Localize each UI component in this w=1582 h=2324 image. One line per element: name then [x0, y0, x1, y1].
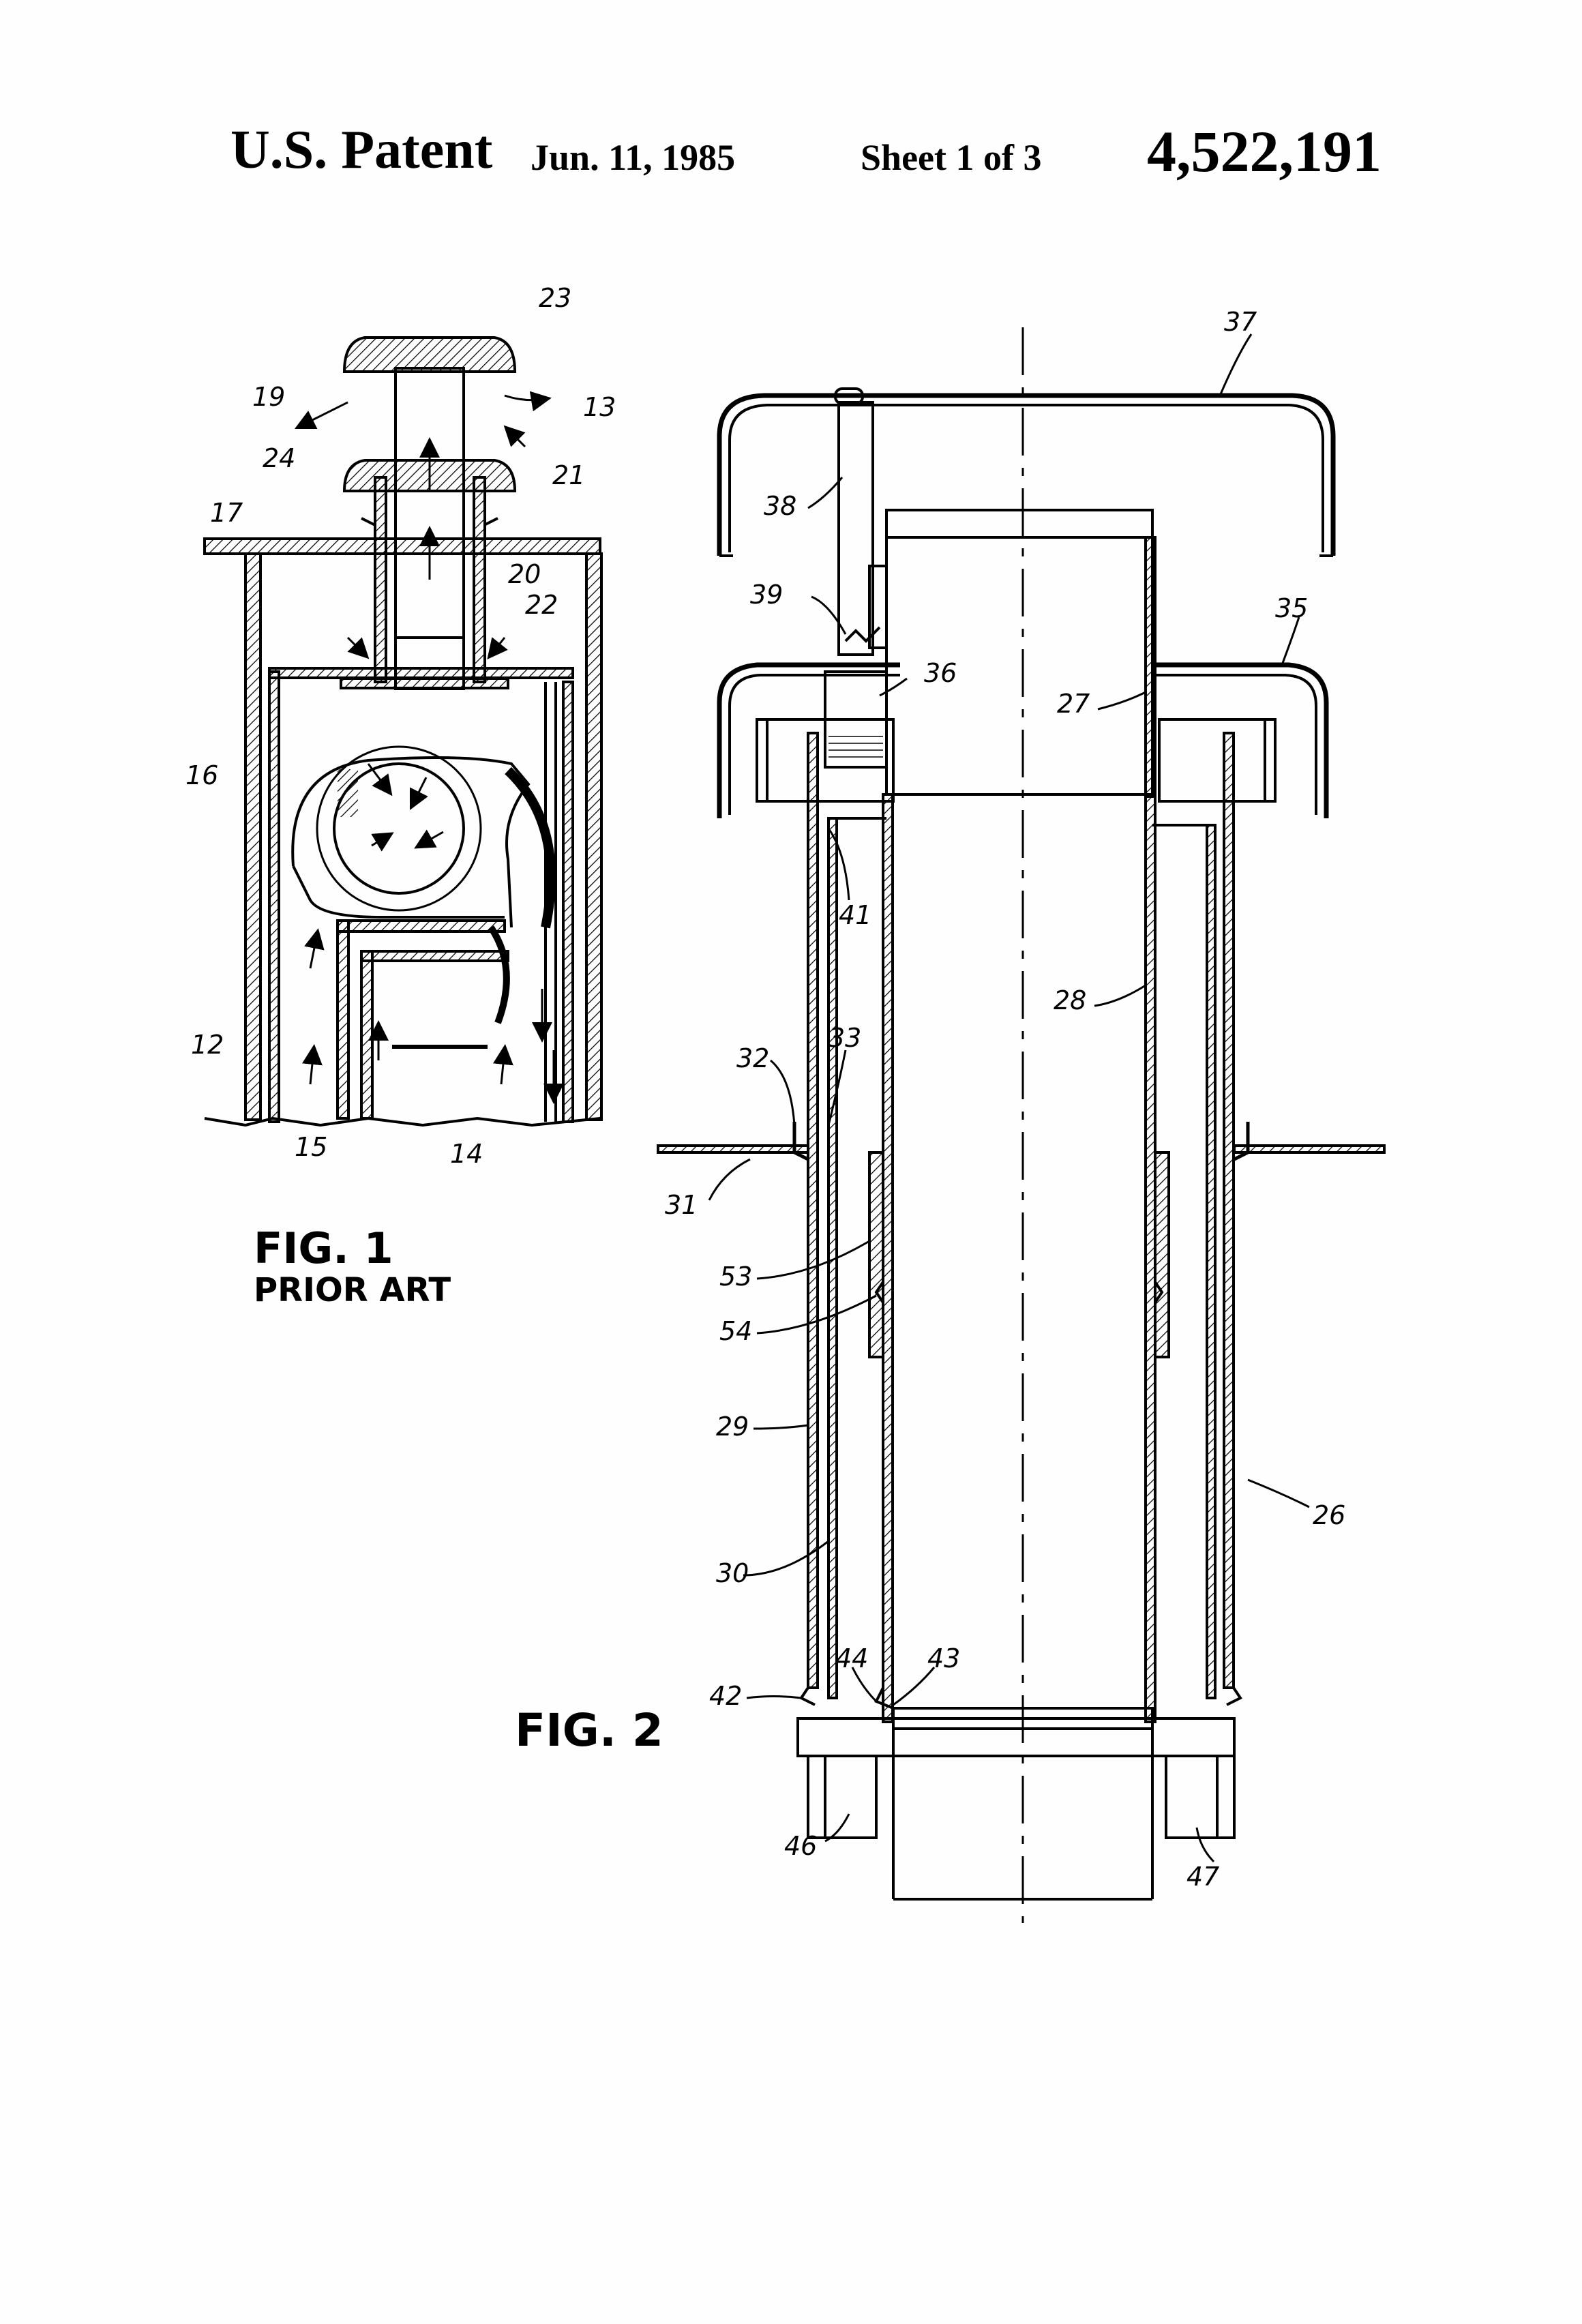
ref-54: 54	[719, 1316, 752, 1346]
ref-32: 32	[736, 1043, 769, 1073]
ref-44: 44	[835, 1643, 868, 1673]
ref-13: 13	[583, 392, 616, 422]
ref-22: 22	[525, 590, 558, 620]
ref-41: 41	[839, 900, 871, 930]
ref-15: 15	[295, 1132, 327, 1162]
ref-21: 21	[552, 460, 585, 490]
ref-38: 38	[764, 491, 796, 521]
ref-37: 37	[1224, 307, 1257, 337]
ref-42: 42	[709, 1681, 742, 1711]
ref-14: 14	[450, 1139, 483, 1169]
fig2-caption: FIG. 2	[515, 1704, 663, 1757]
ref-39: 39	[750, 580, 783, 610]
ref-24: 24	[263, 443, 295, 473]
ref-29: 29	[716, 1412, 749, 1442]
ref-20: 20	[508, 559, 541, 589]
ref-47: 47	[1186, 1862, 1219, 1892]
ref-17: 17	[210, 498, 243, 528]
fig1-subcaption: PRIOR ART	[254, 1271, 451, 1309]
ref-43: 43	[927, 1643, 960, 1673]
ref-28: 28	[1054, 985, 1086, 1015]
ref-27: 27	[1057, 689, 1090, 719]
ref-23: 23	[539, 283, 571, 313]
ref-33: 33	[829, 1023, 861, 1053]
ref-12: 12	[191, 1030, 224, 1060]
ref-46: 46	[784, 1831, 817, 1861]
ref-53: 53	[719, 1262, 752, 1292]
ref-26: 26	[1313, 1500, 1345, 1530]
ref-36: 36	[924, 658, 957, 688]
ref-35: 35	[1275, 593, 1308, 623]
fig1-caption: FIG. 1	[254, 1223, 393, 1273]
fig2-drawing	[658, 327, 1384, 1923]
ref-16: 16	[185, 760, 218, 790]
ref-30: 30	[716, 1558, 749, 1588]
fig2-reference-numerals: 37 38 39 36 35 27 41 28 32 33 31 53 54 2…	[665, 307, 1345, 1892]
ref-19: 19	[252, 382, 285, 412]
ref-31: 31	[665, 1190, 698, 1220]
